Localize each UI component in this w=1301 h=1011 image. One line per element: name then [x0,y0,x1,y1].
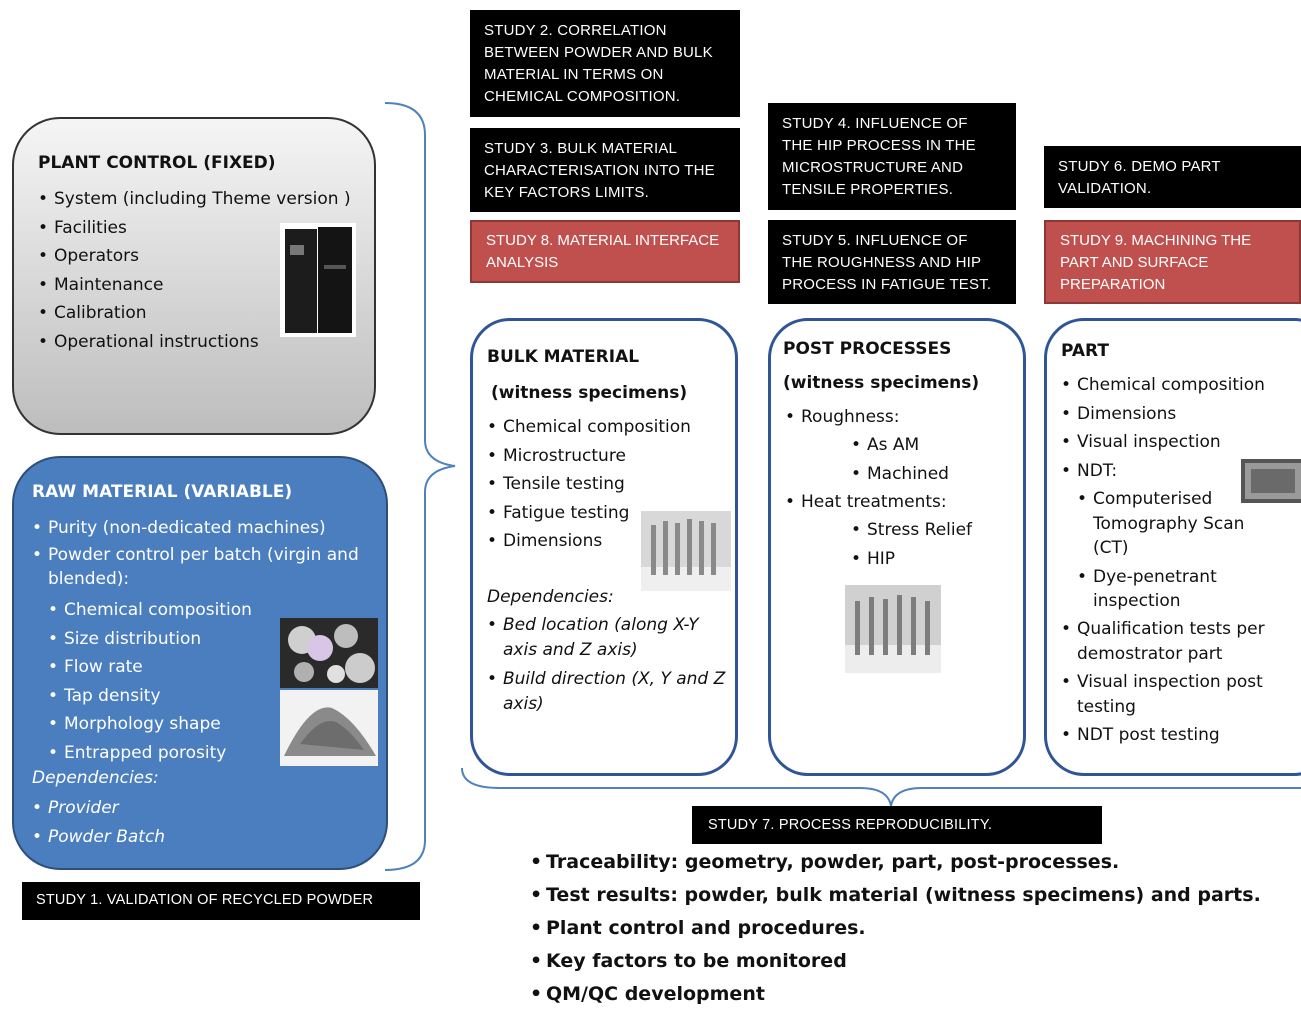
list-item: Traceability: geometry, powder, part, po… [530,846,1300,879]
list-item: Maintenance [38,271,351,300]
raw-material-dependencies-label: Dependencies: [32,768,159,788]
bulk-material-subtitle: (witness specimens) [491,383,688,403]
specimens-photo [641,511,731,591]
list-item: Tap density [48,682,252,711]
part-list-bottom: Qualification tests per demostrator part… [1061,617,1291,748]
list-item: Computerised Tomography Scan (CT) [1077,487,1253,561]
raw-material-title: RAW MATERIAL (VARIABLE) [32,482,293,502]
bulk-material-dependencies: Bed location (along X-Y axis and Z axis)… [487,613,737,717]
list-item: Qualification tests per demostrator part [1061,617,1291,666]
bulk-material-panel: BULK MATERIAL (witness specimens) Chemic… [470,318,738,776]
study-2-box: STUDY 2. CORRELATION BETWEEN POWDER AND … [470,10,740,117]
list-item: Dimensions [1061,400,1265,429]
list-item: HIP [851,545,972,574]
list-item: Key factors to be monitored [530,945,1300,978]
post-processes-subtitle: (witness specimens) [783,373,980,393]
heat-sublist: Stress Relief HIP [851,516,972,573]
list-item: QM/QC development [530,978,1300,1011]
list-item: Heat treatments: [785,488,947,517]
list-item: Purity (non-dedicated machines) [32,514,372,543]
study-4-box: STUDY 4. INFLUENCE OF THE HIP PROCESS IN… [768,103,1016,210]
list-item: Powder control per batch (virgin and ble… [32,543,372,591]
raw-material-dependencies: Provider Powder Batch [32,794,165,851]
post-processes-panel: POST PROCESSES (witness specimens) Rough… [768,318,1026,776]
list-item: Test results: powder, bulk material (wit… [530,879,1300,912]
list-item: As AM [851,431,949,460]
raw-material-list: Purity (non-dedicated machines) Powder c… [32,514,372,591]
study-9-box: STUDY 9. MACHINING THE PART AND SURFACE … [1044,220,1301,304]
list-item: Roughness: [785,403,899,432]
raw-material-panel: RAW MATERIAL (VARIABLE) Purity (non-dedi… [12,456,388,870]
list-item: System (including Theme version ) [38,185,351,214]
plant-control-panel: PLANT CONTROL (FIXED) System (including … [12,117,376,435]
list-item: Chemical composition [1061,371,1265,400]
list-item: Visual inspection [1061,428,1265,457]
list-item: Dimensions [487,527,691,556]
list-item: Operational instructions [38,328,351,357]
study-1-box: STUDY 1. VALIDATION OF RECYCLED POWDER [22,882,420,920]
plant-control-title: PLANT CONTROL (FIXED) [38,153,276,173]
list-item: Chemical composition [487,413,691,442]
plant-control-list: System (including Theme version ) Facili… [38,185,351,356]
list-item: Build direction (X, Y and Z axis) [487,667,737,717]
ct-scan-photo [1241,459,1301,503]
raw-material-sublist: Chemical composition Size distribution F… [48,596,252,767]
study-3-box: STUDY 3. BULK MATERIAL CHARACTERISATION … [470,128,740,212]
list-item: Facilities [38,214,351,243]
list-item: Size distribution [48,625,252,654]
study-7-box: STUDY 7. PROCESS REPRODUCIBILITY. [692,806,1102,844]
list-item: Morphology shape [48,710,252,739]
part-panel: PART Chemical composition Dimensions Vis… [1044,318,1301,776]
roughness-list: Roughness: [785,403,899,432]
study-6-box: STUDY 6. DEMO PART VALIDATION. [1044,146,1301,208]
list-item: Flow rate [48,653,252,682]
part-list-top: Chemical composition Dimensions Visual i… [1061,371,1265,485]
list-item: Dye-penetrant inspection [1077,565,1253,614]
reproducibility-list: Traceability: geometry, powder, part, po… [530,846,1300,1011]
list-item: Provider [32,794,165,823]
list-item: Fatigue testing [487,499,691,528]
list-item: Machined [851,460,949,489]
post-processes-title: POST PROCESSES [783,339,952,359]
roughness-sublist: As AM Machined [851,431,949,488]
heat-list: Heat treatments: [785,488,947,517]
list-item: NDT: [1061,457,1265,486]
list-item: Plant control and procedures. [530,912,1300,945]
bulk-material-title: BULK MATERIAL [487,347,640,367]
list-item: Stress Relief [851,516,972,545]
list-item: Operators [38,242,351,271]
bulk-material-dependencies-label: Dependencies: [487,587,614,607]
list-item: Entrapped porosity [48,739,252,768]
study-8-box: STUDY 8. MATERIAL INTERFACE ANALYSIS [470,220,740,283]
list-item: Powder Batch [32,823,165,852]
list-item: Visual inspection post testing [1061,670,1291,719]
list-item: Chemical composition [48,596,252,625]
machine-photo [280,223,356,337]
bulk-material-list: Chemical composition Microstructure Tens… [487,413,691,556]
powder-photo [280,618,378,766]
list-item: Tensile testing [487,470,691,499]
list-item: Calibration [38,299,351,328]
list-item: NDT post testing [1061,723,1291,748]
post-process-specimens-photo [845,585,941,673]
part-ndt-list: Computerised Tomography Scan (CT) Dye-pe… [1077,487,1253,614]
part-title: PART [1061,341,1109,361]
list-item: Microstructure [487,442,691,471]
left-curly-brace [384,102,456,871]
study-5-box: STUDY 5. INFLUENCE OF THE ROUGHNESS AND … [768,220,1016,304]
list-item: Bed location (along X-Y axis and Z axis) [487,613,737,663]
